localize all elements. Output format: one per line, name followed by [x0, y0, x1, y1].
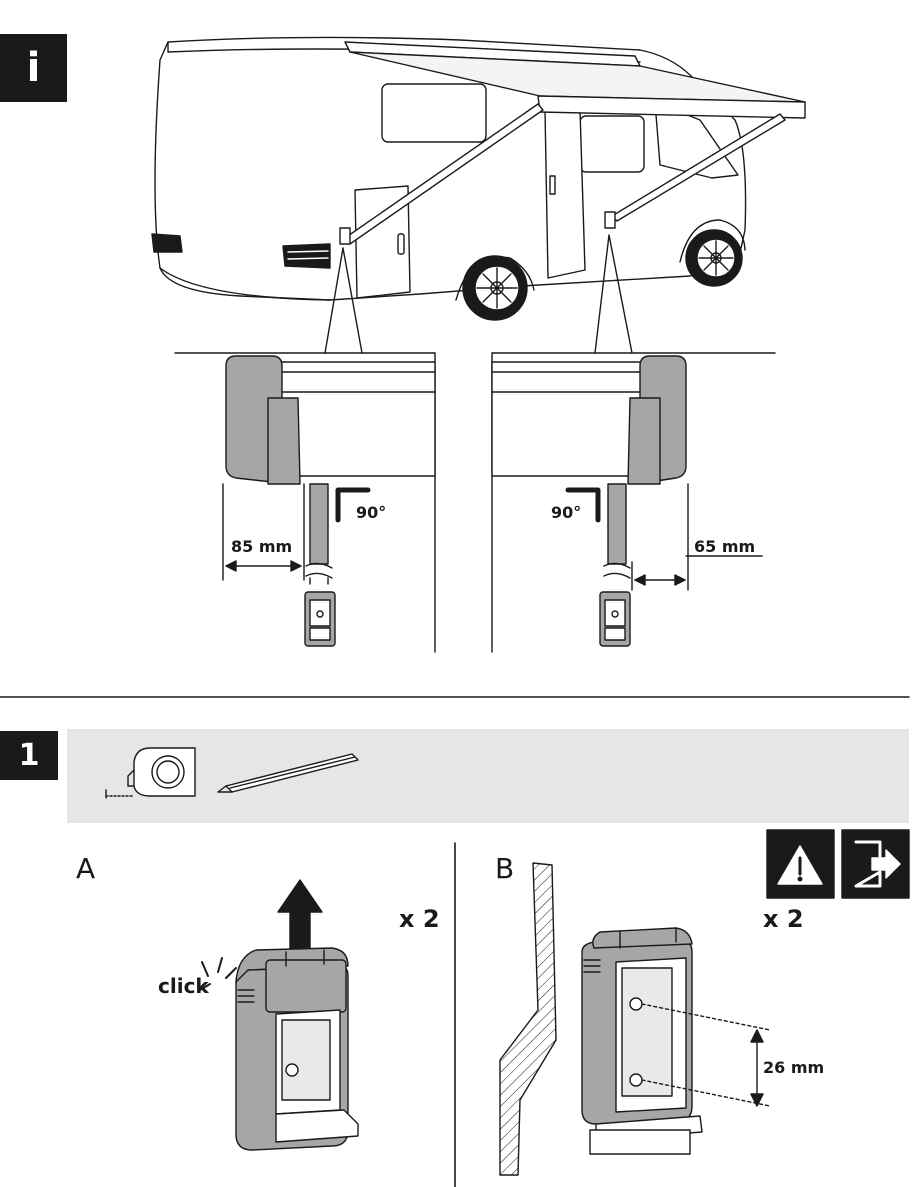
panel-a-quantity: x 2 — [399, 905, 440, 933]
spacing-label: 26 mm — [763, 1058, 824, 1077]
right-distance-label: 65 mm — [694, 537, 755, 556]
tape-measure-icon — [106, 748, 195, 798]
click-label: click — [158, 974, 209, 998]
right-angle-label: 90° — [551, 503, 581, 522]
exit-door-icon — [842, 830, 909, 898]
left-angle-label: 90° — [356, 503, 386, 522]
pencil-icon — [218, 754, 358, 792]
left-distance-label: 85 mm — [231, 537, 292, 556]
panel-b-wall — [500, 863, 556, 1175]
panel-b-bracket — [582, 928, 770, 1154]
panel-a-letter: A — [76, 852, 95, 885]
panel-b-quantity: x 2 — [763, 905, 804, 933]
warning-triangle-icon — [767, 830, 834, 898]
camper-van — [152, 37, 805, 353]
panel-b-letter: B — [495, 852, 514, 885]
panel-a-bracket — [200, 880, 358, 1150]
detail-left-awning — [223, 356, 435, 646]
detail-right-awning — [492, 356, 762, 646]
